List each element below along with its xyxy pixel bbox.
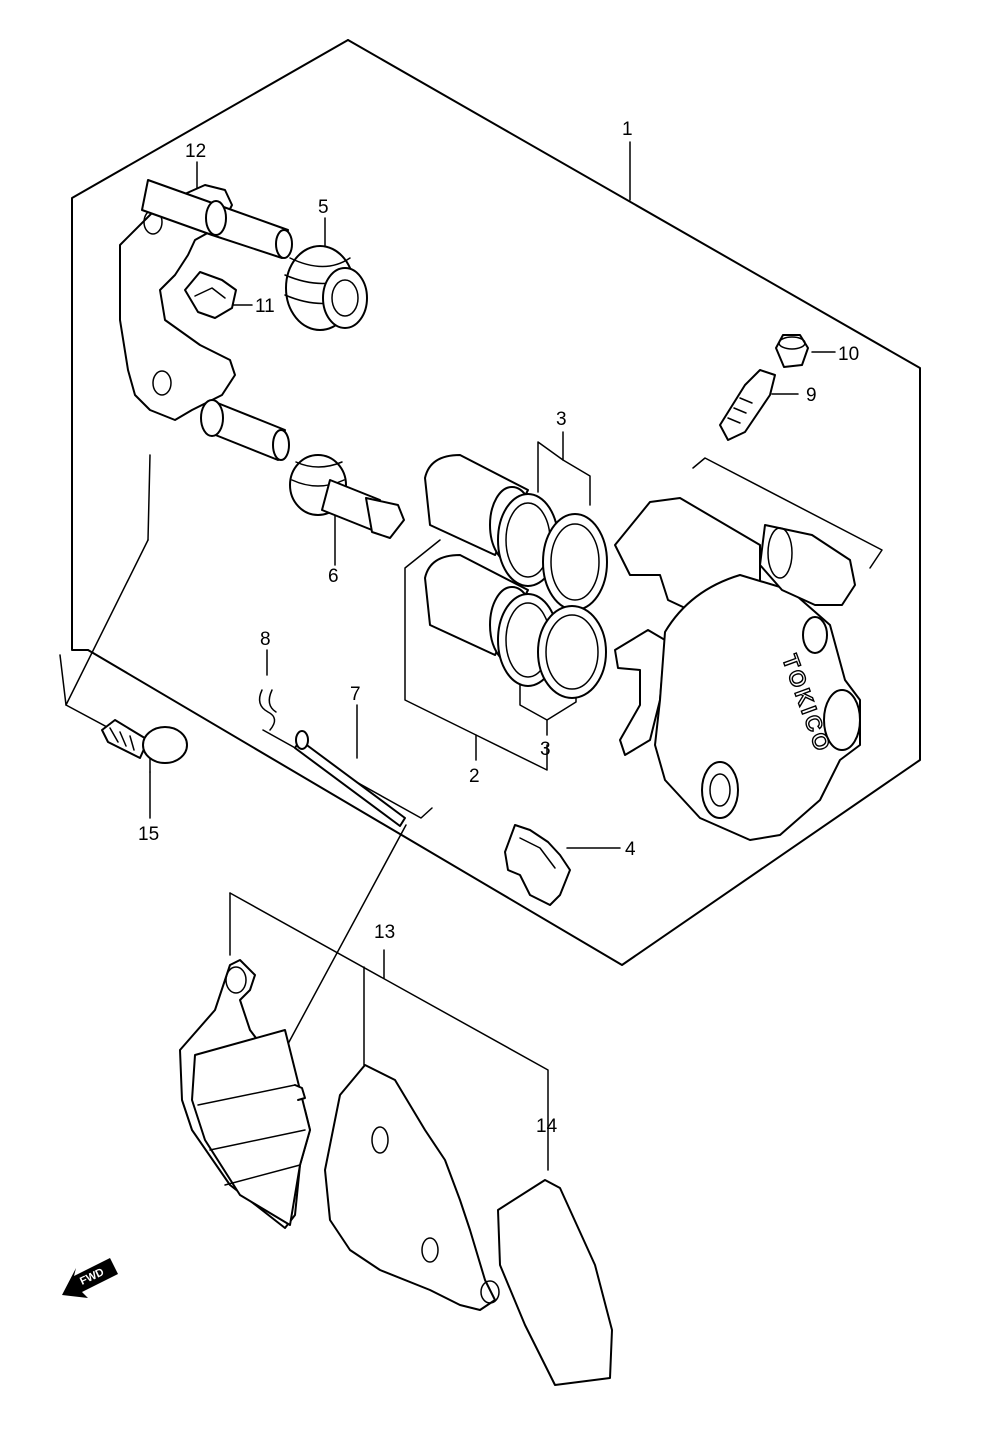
slide-pin (289, 454, 405, 539)
callout-9: 9 (806, 385, 817, 406)
callout-1: 1 (622, 119, 633, 140)
callout-6: 6 (328, 566, 339, 587)
pin-clip (258, 689, 277, 731)
callout-13: 13 (374, 922, 395, 943)
bleeder-cap (775, 334, 809, 368)
callout-numbers: 1 2 3 3 4 5 6 7 8 9 10 11 12 13 14 15 (138, 119, 859, 1137)
support-bracket (119, 179, 293, 461)
pad-pin (294, 730, 406, 827)
assembly-outline (71, 39, 921, 966)
callout-2: 2 (469, 766, 480, 787)
brake-pad (179, 959, 311, 1229)
callout-7: 7 (350, 684, 361, 705)
leader-lines (59, 141, 883, 1171)
callout-8: 8 (260, 629, 271, 650)
callout-3-upper: 3 (556, 409, 567, 430)
callout-3-lower: 3 (540, 739, 551, 760)
pad-spring-clip (184, 271, 237, 319)
callout-5: 5 (318, 197, 329, 218)
forward-direction-badge: FWD (62, 1258, 118, 1298)
callout-12: 12 (185, 141, 206, 162)
callout-10: 10 (838, 344, 859, 365)
mounting-bolt (101, 719, 188, 764)
piston-seals (497, 493, 608, 699)
pad-spring (504, 824, 571, 906)
pin-boot (284, 245, 368, 331)
callout-11: 11 (255, 296, 275, 317)
bleeder-screw (719, 369, 776, 441)
callout-14: 14 (536, 1116, 558, 1137)
callout-15: 15 (138, 824, 159, 845)
callout-4: 4 (625, 839, 636, 860)
caliper-body: TOKICO (614, 497, 861, 841)
pad-shim (324, 1064, 613, 1386)
